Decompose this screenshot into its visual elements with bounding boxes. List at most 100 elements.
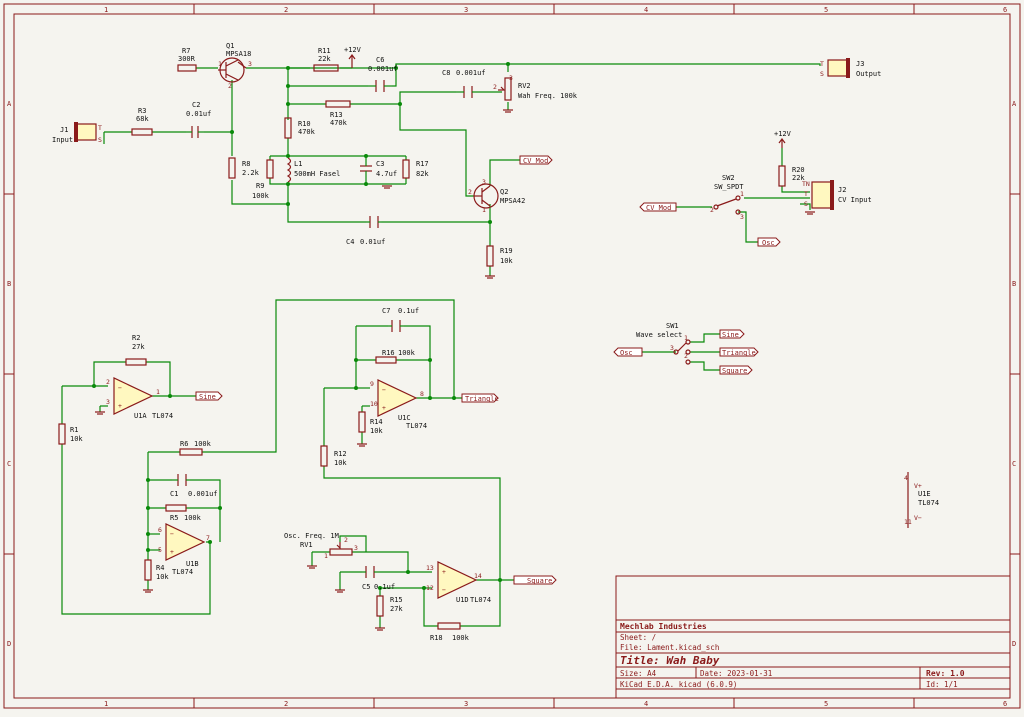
q1-ref: Q1 (226, 42, 234, 50)
transistor-q2[interactable]: 2 3 1 Q2 MPSA42 (468, 178, 525, 214)
inductor-l1[interactable]: L1 500mH Fasel (286, 157, 340, 183)
r12-value: 10k (334, 459, 347, 467)
jack-j2[interactable]: TN T S J2 CV Input (802, 180, 872, 215)
svg-text:4: 4 (904, 474, 908, 482)
potentiometer-rv2[interactable]: 3 2 RV2 Wah Freq. 100k (493, 74, 578, 113)
svg-text:CV Mod: CV Mod (523, 157, 548, 165)
net-label-triangle-a: Triangle (461, 393, 499, 403)
r2-ref: R2 (132, 334, 140, 342)
net-label-osc-b: Osc (613, 347, 643, 357)
row-label: B (1012, 280, 1016, 288)
jack-j3[interactable]: T S J3 Output (820, 58, 881, 78)
capacitor-c5[interactable]: C5 0.1uf (335, 566, 395, 593)
svg-text:+: + (170, 548, 174, 556)
resistor-r16[interactable]: R16 100k (375, 349, 416, 364)
c8-value: 0.001uf (456, 69, 486, 77)
capacitor-c1[interactable]: C1 0.001uf (170, 474, 218, 498)
power-label: +12V (344, 46, 362, 54)
capacitor-c4[interactable]: C4 0.01uf (346, 216, 385, 246)
rv2-ref: RV2 (518, 82, 531, 90)
potentiometer-rv1[interactable]: 1 3 2 RV1 Osc. Freq. 1M (284, 532, 358, 569)
resistor-r17[interactable]: R17 82k (402, 159, 429, 179)
resistor-r11[interactable]: R11 22k (313, 47, 339, 72)
resistor-r9[interactable]: R9 100k (252, 159, 274, 200)
resistor-r2[interactable]: R2 27k (125, 334, 147, 366)
svg-text:S: S (820, 70, 824, 78)
r3-value: 68k (136, 115, 149, 123)
title-text: Title: Wah Baby (620, 654, 720, 667)
opamp-u1a[interactable]: − + 2 3 1 U1A TL074 (95, 377, 173, 420)
svg-text:1: 1 (740, 190, 744, 198)
j1-value: Input (52, 136, 73, 144)
c2-value: 0.01uf (186, 110, 211, 118)
resistor-r7[interactable]: R7 300R (177, 47, 197, 72)
resistor-r18[interactable]: R18 100k (430, 622, 470, 642)
resistor-r19[interactable]: R19 10k (485, 245, 513, 279)
resistor-r14[interactable]: R14 10k (357, 411, 383, 447)
r17-value: 82k (416, 170, 429, 178)
r16-value: 100k (398, 349, 416, 357)
resistor-r1[interactable]: R1 10k (58, 423, 83, 445)
switch-sw1[interactable]: 3 1 2 SW1 Wave select (636, 322, 691, 365)
u1a-value: TL074 (152, 412, 173, 420)
capacitor-c3[interactable]: C3 4.7uf (360, 156, 397, 189)
switch-sw2[interactable]: 2 1 3 SW2 SW_SPDT (710, 174, 744, 221)
svg-text:+: + (382, 404, 386, 412)
resistor-r15[interactable]: R15 27k (375, 595, 403, 631)
col-label: 6 (1003, 6, 1007, 14)
r19-ref: R19 (500, 247, 513, 255)
r16-ref: R16 (382, 349, 395, 357)
row-label: C (7, 460, 11, 468)
sw2-ref: SW2 (722, 174, 735, 182)
resistor-r5[interactable]: R5 100k (165, 504, 202, 522)
jack-j1[interactable]: T S J1 Input (52, 122, 105, 144)
resistor-r3[interactable]: R3 68k (131, 107, 153, 136)
c6-value: 0.001uf (368, 65, 398, 73)
capacitor-c6[interactable]: C6 0.001uf (368, 56, 398, 92)
resistor-r10[interactable]: R10 470k (284, 117, 316, 139)
j3-ref: J3 (856, 60, 864, 68)
resistor-r6[interactable]: R6 100k (179, 440, 212, 456)
row-grid: A B C D A B C D (4, 100, 1020, 648)
svg-text:T: T (820, 60, 824, 68)
svg-text:12: 12 (426, 584, 434, 592)
opamp-u1e[interactable]: 4 11 V+ V− U1E TL074 (904, 472, 939, 528)
svg-text:9: 9 (370, 380, 374, 388)
c3-value: 4.7uf (376, 170, 397, 178)
power-label: +12V (774, 130, 792, 138)
resistor-r13[interactable]: R13 470k (325, 100, 351, 127)
svg-text:3: 3 (670, 344, 674, 352)
svg-text:3: 3 (740, 213, 744, 221)
svg-text:2: 2 (228, 82, 232, 90)
title-file: File: Lament.kicad_sch (620, 643, 719, 652)
capacitor-c8[interactable]: C8 0.001uf (442, 69, 486, 98)
svg-text:+: + (118, 402, 122, 410)
c1-value: 0.001uf (188, 490, 218, 498)
j2-ref: J2 (838, 186, 846, 194)
svg-text:3: 3 (106, 398, 110, 406)
opamp-u1d[interactable]: + − 13 12 14 U1D TL074 (426, 561, 491, 604)
c7-value: 0.1uf (398, 307, 419, 315)
col-label: 4 (644, 6, 648, 14)
u1e-value: TL074 (918, 499, 939, 507)
capacitor-c2[interactable]: C2 0.01uf (186, 101, 211, 138)
sw2-value: SW_SPDT (714, 183, 744, 191)
resistor-r20[interactable]: R20 22k (778, 165, 805, 187)
row-label: D (1012, 640, 1016, 648)
transistor-q1[interactable]: 1 3 2 Q1 MPSA18 (218, 42, 252, 90)
opamp-u1c[interactable]: − + 9 10 8 U1C TL074 (370, 379, 427, 430)
title-company: Mechlab Industries (620, 621, 707, 631)
opamp-u1b[interactable]: − + 6 5 7 U1B TL074 (158, 523, 210, 576)
c8-ref: C8 (442, 69, 450, 77)
capacitor-c7[interactable]: C7 0.1uf (382, 307, 419, 332)
resistor-r4[interactable]: R4 10k (143, 559, 169, 593)
u1e-ref: U1E (918, 490, 931, 498)
c1-ref: C1 (170, 490, 178, 498)
resistor-r12[interactable]: R12 10k (320, 445, 347, 467)
rv1-ref: RV1 (300, 541, 313, 549)
title-size: Size: A4 (620, 669, 657, 678)
osc-junction-dots (92, 358, 502, 590)
svg-text:T: T (804, 190, 808, 198)
resistor-r8[interactable]: R8 2.2k (228, 157, 260, 179)
